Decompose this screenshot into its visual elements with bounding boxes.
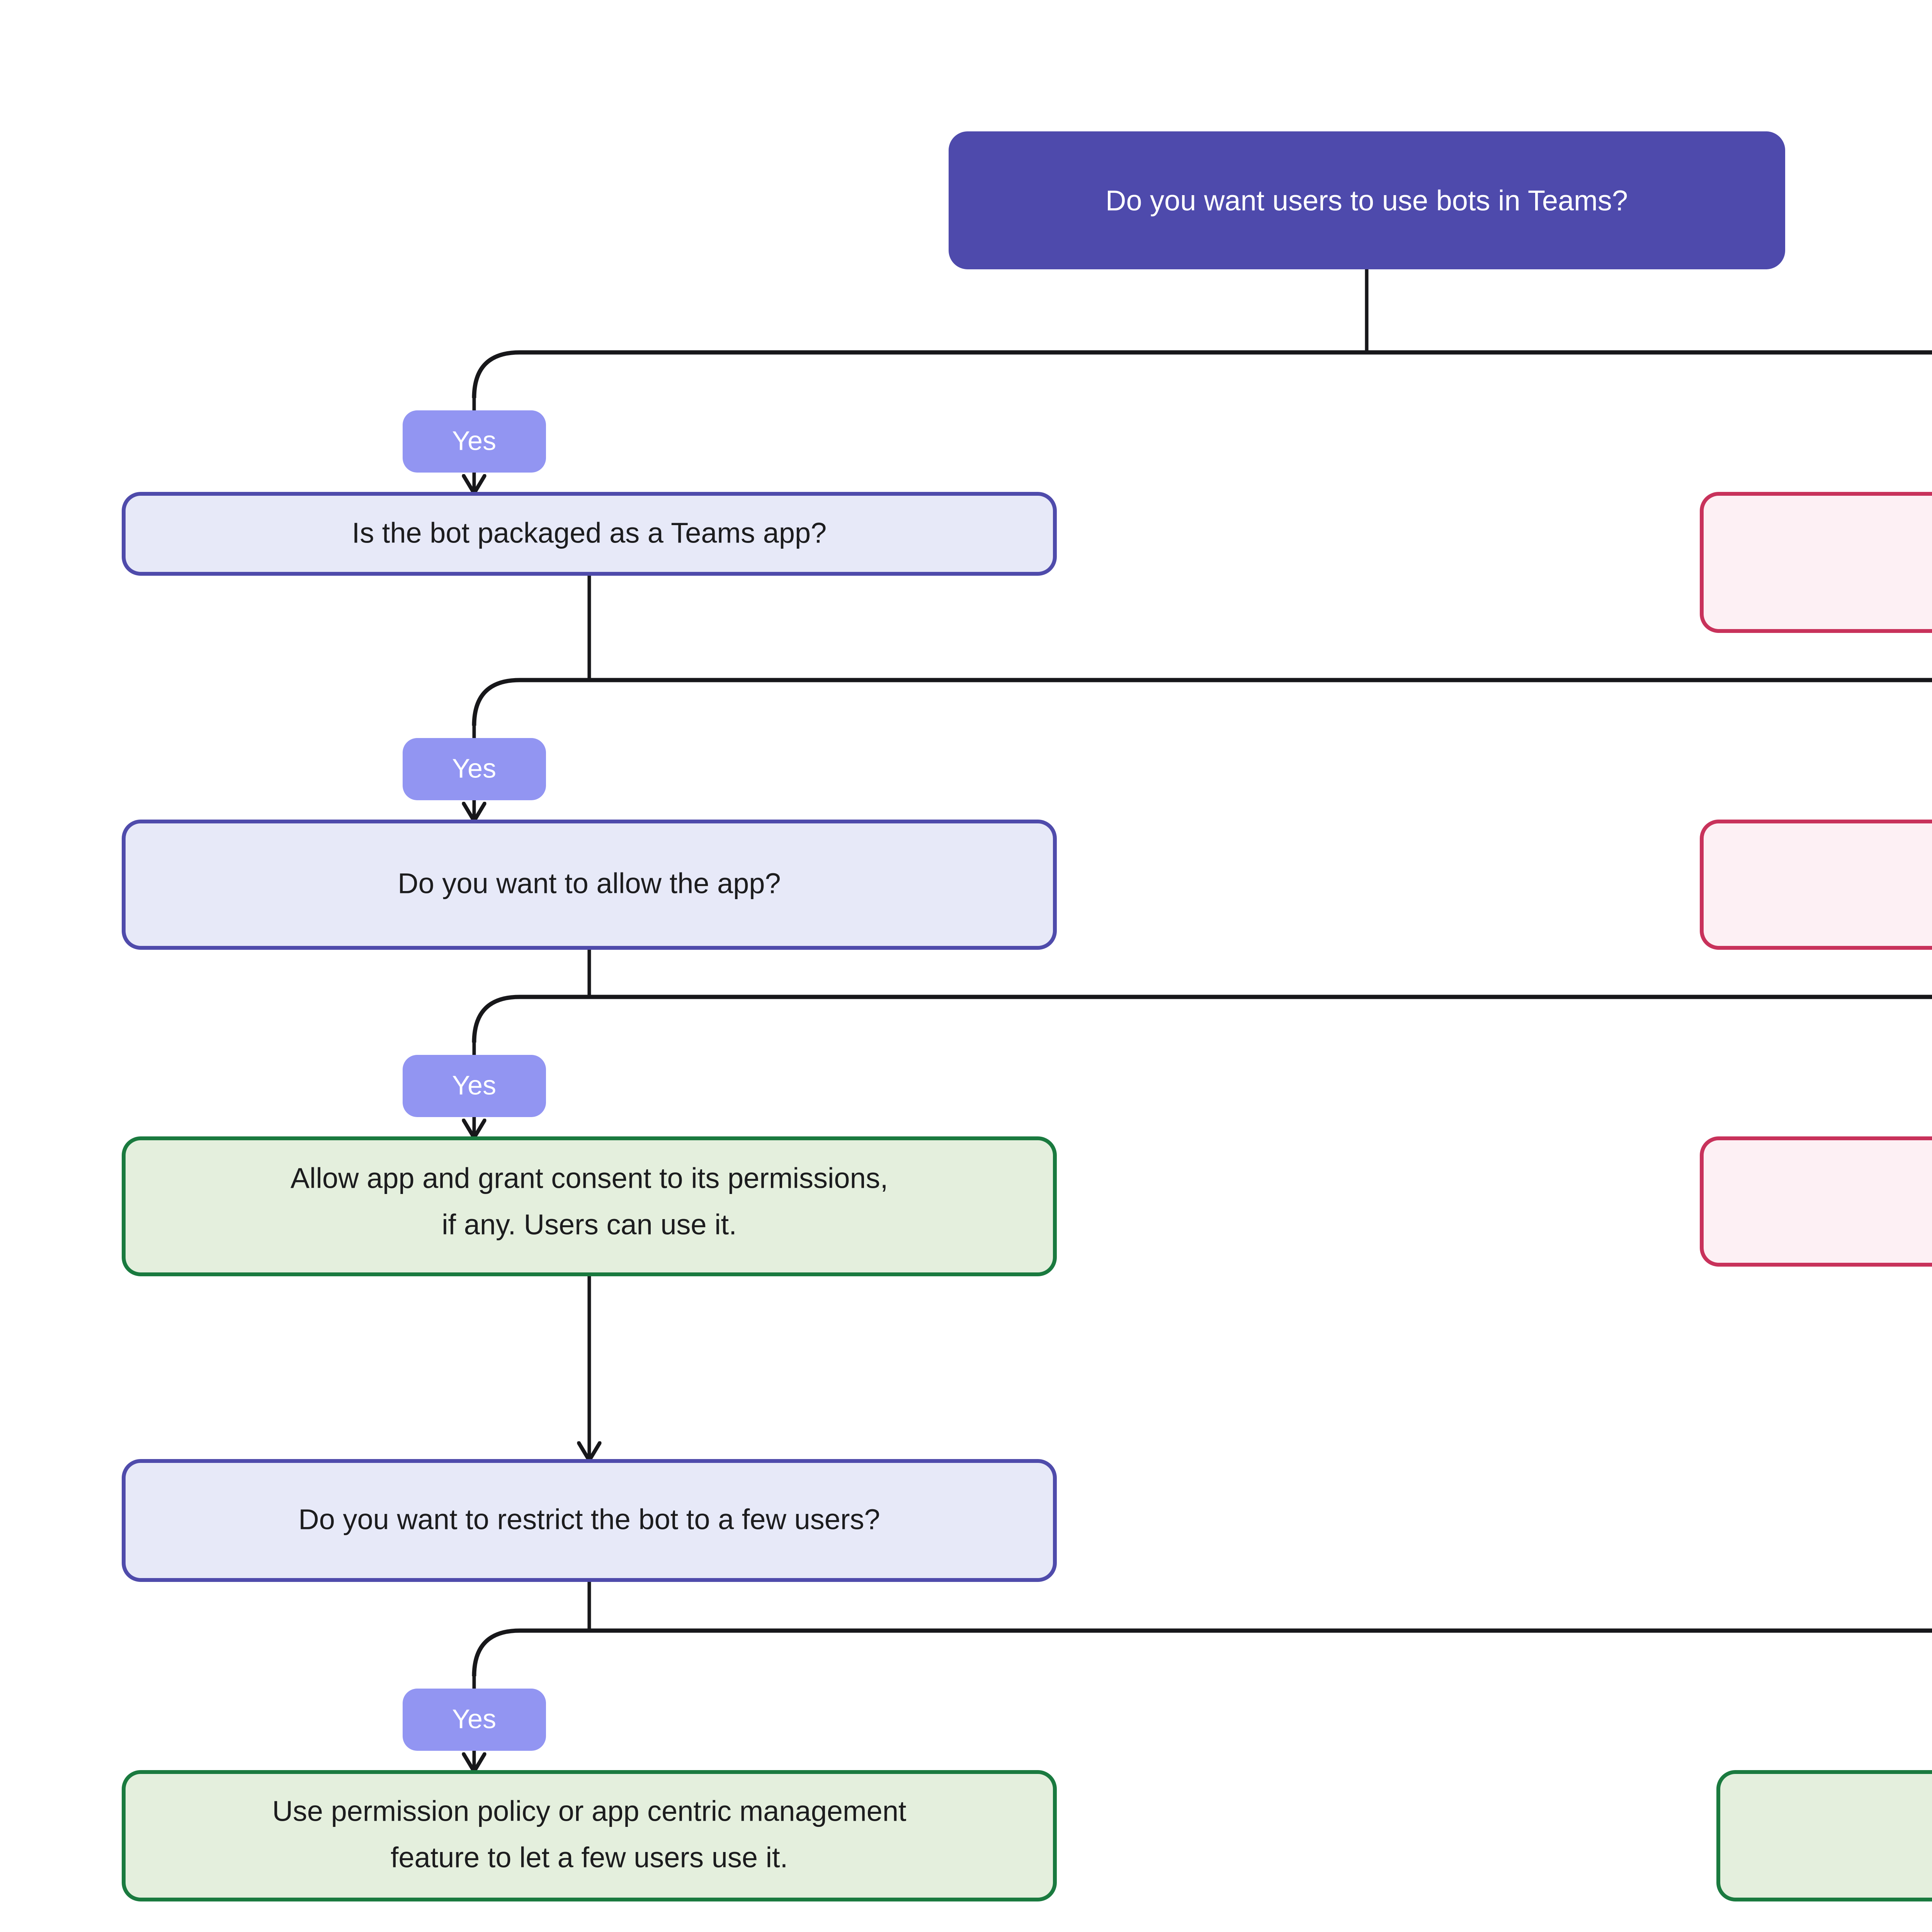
node-permission-policy-shape[interactable]: [122, 1770, 1057, 1901]
node-cant-use-2-shape[interactable]: [1700, 1136, 1932, 1267]
node-block-app[interactable]: Block app containing the bot or disable …: [1700, 492, 1932, 633]
node-is-packaged[interactable]: Is the bot packaged as a Teams app?: [122, 492, 1057, 576]
node-start[interactable]: Do you want users to use bots in Teams?: [949, 131, 1785, 269]
node-cant-use-1-shape[interactable]: [1700, 820, 1932, 950]
edge-label-yes-3: Yes: [403, 1055, 546, 1117]
node-start-label: Do you want users to use bots in Teams?: [1105, 185, 1628, 217]
node-no-action-required-shape[interactable]: [1716, 1770, 1932, 1901]
node-allow-grant-consent-line-2: if any. Users can use it.: [442, 1209, 737, 1241]
edge-row4-bar: [472, 1628, 1932, 1677]
node-allow-app-question[interactable]: Do you want to allow the app?: [122, 820, 1057, 950]
node-start-shape[interactable]: [949, 131, 1785, 269]
edge-label-yes-3-text: Yes: [452, 1070, 496, 1100]
node-permission-policy-line-1: Use permission policy or app centric man…: [272, 1795, 906, 1827]
node-restrict-question-shape[interactable]: [122, 1459, 1057, 1582]
node-no-action-required[interactable]: Users can use it. No action required.: [1716, 1770, 1932, 1901]
edge-label-yes-1-text: Yes: [452, 425, 496, 456]
edge-row3-bar: [472, 995, 1932, 1043]
node-block-app-line-1: Block app containing the bot or disable: [1930, 524, 1932, 556]
edge-label-yes-2: Yes: [403, 738, 546, 800]
edge-label-yes-4-text: Yes: [452, 1704, 496, 1734]
node-allow-grant-consent-line-1: Allow app and grant consent to its permi…: [291, 1162, 888, 1194]
node-permission-policy-line-2: feature to let a few users use it.: [391, 1842, 788, 1874]
edge-label-yes-2-text: Yes: [452, 753, 496, 783]
node-allow-app-question-label: Do you want to allow the app?: [398, 867, 781, 900]
edge-label-yes-2-shape: [403, 738, 546, 800]
node-is-packaged-label: Is the bot packaged as a Teams app?: [352, 517, 827, 549]
node-allow-grant-consent-shape[interactable]: [122, 1136, 1057, 1276]
node-cant-use-2[interactable]: Users can’t use it.: [1700, 1136, 1932, 1267]
edge-label-yes-4-shape: [403, 1689, 546, 1751]
edge-label-yes-1-shape: [403, 410, 546, 473]
node-allow-app-question-shape[interactable]: [122, 820, 1057, 950]
edge-label-yes-3-shape: [403, 1055, 546, 1117]
node-is-packaged-shape[interactable]: [122, 492, 1057, 576]
node-block-app-shape[interactable]: [1700, 492, 1932, 633]
node-restrict-question[interactable]: Do you want to restrict the bot to a few…: [122, 1459, 1057, 1582]
node-cant-use-1[interactable]: Users can’t use it.: [1700, 820, 1932, 950]
node-allow-grant-consent[interactable]: Allow app and grant consent to its permi…: [122, 1136, 1057, 1276]
node-permission-policy[interactable]: Use permission policy or app centric man…: [122, 1770, 1057, 1901]
node-restrict-question-label: Do you want to restrict the bot to a few…: [298, 1503, 880, 1536]
edge-label-yes-4: Yes: [403, 1689, 546, 1751]
edge-row2-bar: [472, 678, 1932, 726]
edge-row1-bar: [472, 350, 1932, 398]
edge-label-yes-1: Yes: [403, 410, 546, 473]
